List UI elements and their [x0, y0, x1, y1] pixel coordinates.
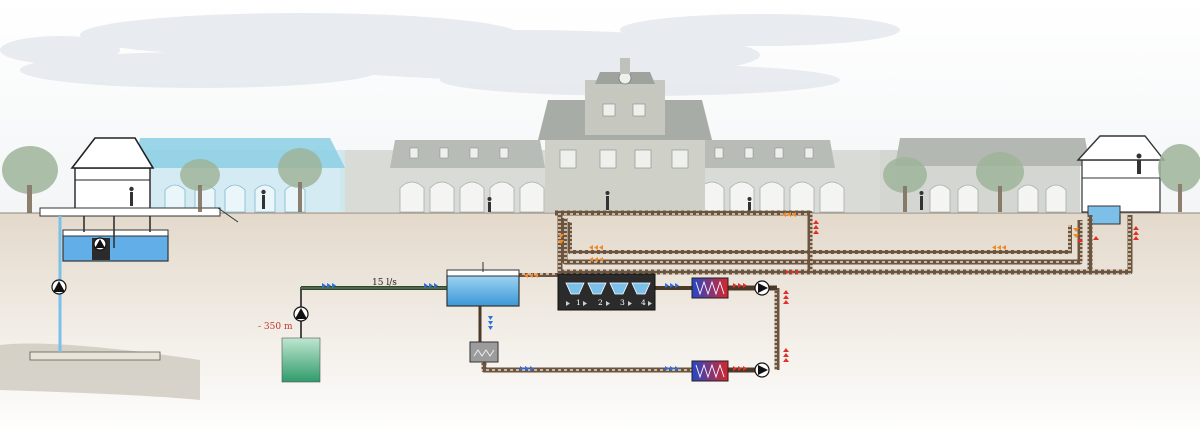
- stage-1-label: 1: [576, 298, 581, 307]
- person-silhouette-icon: [129, 153, 1142, 212]
- stage-2-label: 2: [598, 298, 603, 307]
- heat-exchanger-icon: [691, 360, 729, 382]
- stage-3-label: 3: [620, 298, 625, 307]
- depth-label: - 350 m: [258, 322, 293, 332]
- pump-triangle-icon: [293, 306, 309, 322]
- filter-icon: [469, 341, 499, 363]
- buffer-tank: [446, 262, 520, 307]
- treatment-unit: 1 2 3 4: [557, 273, 656, 311]
- flow-chevron-icon: [322, 212, 1139, 371]
- heat-exchanger-icon: [691, 277, 729, 299]
- main-building: [340, 58, 880, 213]
- left-pavilion-section: [39, 137, 221, 217]
- stage-4-label: 4: [641, 298, 646, 307]
- flow-rate-label: 15 l/s: [372, 278, 397, 288]
- deep-water-pool: [29, 351, 161, 361]
- deep-well: [281, 337, 321, 383]
- pump-triangle-icon: [754, 280, 770, 378]
- tree-icon: [2, 144, 1200, 213]
- pump-triangle-icon: [51, 237, 107, 295]
